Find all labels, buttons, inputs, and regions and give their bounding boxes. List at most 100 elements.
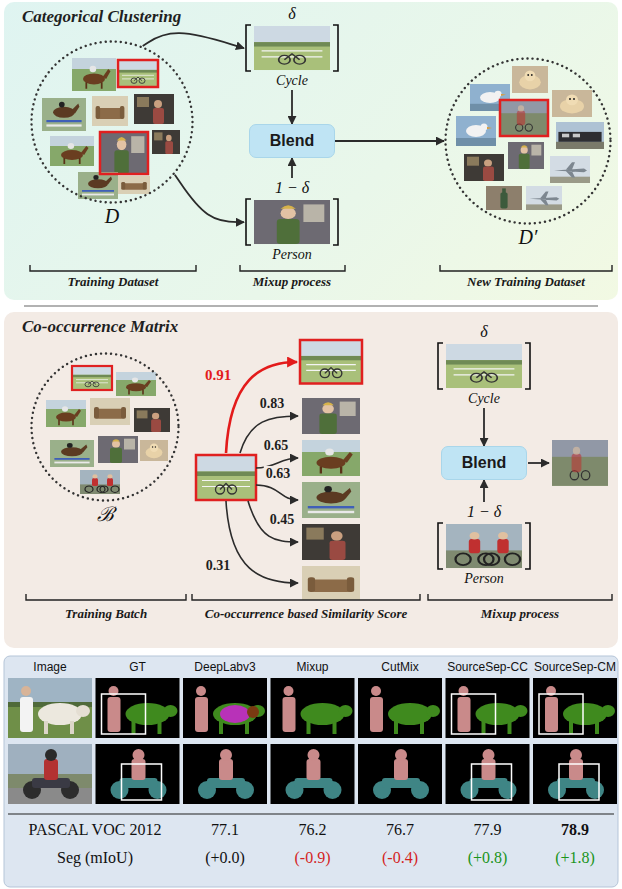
similarity-score: 0.83 bbox=[258, 396, 287, 412]
results-panel bbox=[4, 656, 618, 887]
new-dataset-photos bbox=[464, 154, 504, 181]
highlight-box bbox=[539, 694, 583, 734]
dataset-photos bbox=[42, 58, 180, 199]
set-label: D bbox=[30, 204, 194, 228]
segmentation-images bbox=[8, 744, 92, 804]
candidate-photos bbox=[302, 482, 360, 518]
matrix-bracket bbox=[246, 25, 338, 71]
candidate-photos bbox=[302, 524, 360, 560]
column-header: GT bbox=[129, 661, 146, 675]
new-dataset-photos bbox=[500, 100, 548, 136]
new-dataset-photos bbox=[550, 156, 590, 183]
similarity-arrow bbox=[226, 362, 298, 583]
blend-label: Blend bbox=[270, 131, 314, 150]
batch-photos bbox=[140, 440, 168, 461]
new-dataset-photos bbox=[500, 100, 548, 136]
dataset-circle: D′ bbox=[444, 57, 612, 249]
segmentation-images bbox=[533, 744, 617, 804]
dataset-photos bbox=[118, 176, 150, 194]
query-photo bbox=[196, 455, 256, 500]
stage-bracket bbox=[26, 594, 186, 600]
similarity-arrow bbox=[256, 485, 298, 500]
circle-outline bbox=[444, 57, 612, 225]
mixed-photo bbox=[528, 440, 608, 486]
batch-photos bbox=[80, 470, 120, 494]
highlight-box bbox=[102, 694, 600, 800]
panel-band: Categorical ClusteringDδCycleBlend1 − δP… bbox=[4, 2, 618, 300]
candidate-photos bbox=[300, 340, 362, 600]
flow-arrow bbox=[483, 480, 485, 502]
weight-symbol: δ bbox=[436, 322, 532, 341]
new-dataset-photos bbox=[556, 122, 604, 149]
segmentation-images bbox=[247, 706, 259, 718]
highlight-box bbox=[472, 764, 512, 800]
batch-photos bbox=[46, 366, 170, 494]
panel-title: Categorical Clustering bbox=[22, 7, 600, 27]
dataset-photos bbox=[134, 94, 174, 124]
table-rule bbox=[8, 813, 614, 814]
flow-arrow bbox=[335, 140, 444, 142]
matrix-bracket bbox=[438, 523, 530, 569]
matrix-bracket bbox=[246, 199, 338, 245]
weight-symbol: 1 − δ bbox=[244, 178, 340, 197]
segmentation-images bbox=[271, 744, 355, 804]
set-label: D′ bbox=[444, 225, 612, 249]
dataset-photos bbox=[118, 60, 158, 87]
column-header: SourceSep-CM bbox=[534, 661, 616, 675]
candidate-photos bbox=[302, 398, 360, 434]
class-name: Person bbox=[436, 571, 532, 588]
dataset-photos bbox=[100, 132, 148, 174]
column-header: Mixup bbox=[296, 661, 328, 675]
similarity-arrow bbox=[248, 501, 298, 542]
circle-outline bbox=[30, 40, 194, 204]
flow-arrow bbox=[143, 33, 244, 48]
candidate-photos bbox=[300, 340, 362, 384]
candidate-photos bbox=[302, 566, 360, 600]
photo bbox=[446, 344, 522, 388]
class-name: Cycle bbox=[436, 391, 532, 408]
similarity-score: 0.31 bbox=[204, 558, 233, 574]
segmentation-images bbox=[358, 678, 442, 738]
stage-label: Training Dataset bbox=[68, 275, 159, 290]
segmentation-images bbox=[8, 678, 92, 738]
blend-box: Blend bbox=[249, 124, 335, 158]
class-name: Person bbox=[244, 247, 340, 264]
new-dataset-photos bbox=[456, 116, 496, 146]
mixup-weight: δCycle bbox=[436, 322, 532, 408]
column-header: Image bbox=[33, 661, 66, 675]
segmentation-images bbox=[96, 678, 180, 738]
metric-delta: (+0.8) bbox=[468, 849, 508, 867]
segmentation-images bbox=[358, 744, 442, 804]
bracketed-photo bbox=[244, 197, 340, 247]
candidate-photos bbox=[302, 440, 360, 476]
mixed-photo bbox=[528, 462, 549, 464]
stage-label: New Training Dataset bbox=[467, 275, 585, 290]
metric-value: 77.1 bbox=[211, 821, 239, 839]
panel-title: Co-occurrence Matrix bbox=[22, 317, 600, 337]
photo bbox=[254, 200, 330, 244]
stage-bracket bbox=[30, 265, 196, 271]
similarity-score: 0.91 bbox=[203, 367, 233, 384]
stage-bracket bbox=[30, 265, 612, 271]
candidate-photos bbox=[300, 340, 362, 384]
segmentation-images bbox=[8, 678, 617, 804]
metric-delta: (-0.4) bbox=[382, 849, 418, 867]
dataset-photos bbox=[100, 132, 148, 174]
batch-photos bbox=[116, 372, 156, 396]
batch-photos bbox=[50, 440, 94, 467]
photo bbox=[254, 26, 330, 70]
dataset-photos bbox=[42, 98, 86, 131]
panel-divider bbox=[24, 305, 598, 306]
dataset-circle: ℬ bbox=[30, 352, 180, 526]
row-header: PASCAL VOC 2012 bbox=[29, 821, 162, 839]
query-photo bbox=[196, 455, 256, 500]
similarity-score: 0.63 bbox=[264, 466, 293, 482]
dataset-photos bbox=[78, 172, 118, 199]
batch-photos bbox=[72, 366, 112, 390]
segmentation-images bbox=[446, 744, 530, 804]
dataset-photos bbox=[118, 60, 158, 87]
flow-arrow bbox=[175, 175, 244, 222]
stage-bracket bbox=[240, 265, 345, 271]
similarity-arrow bbox=[226, 501, 298, 583]
weight-symbol: δ bbox=[244, 4, 340, 23]
